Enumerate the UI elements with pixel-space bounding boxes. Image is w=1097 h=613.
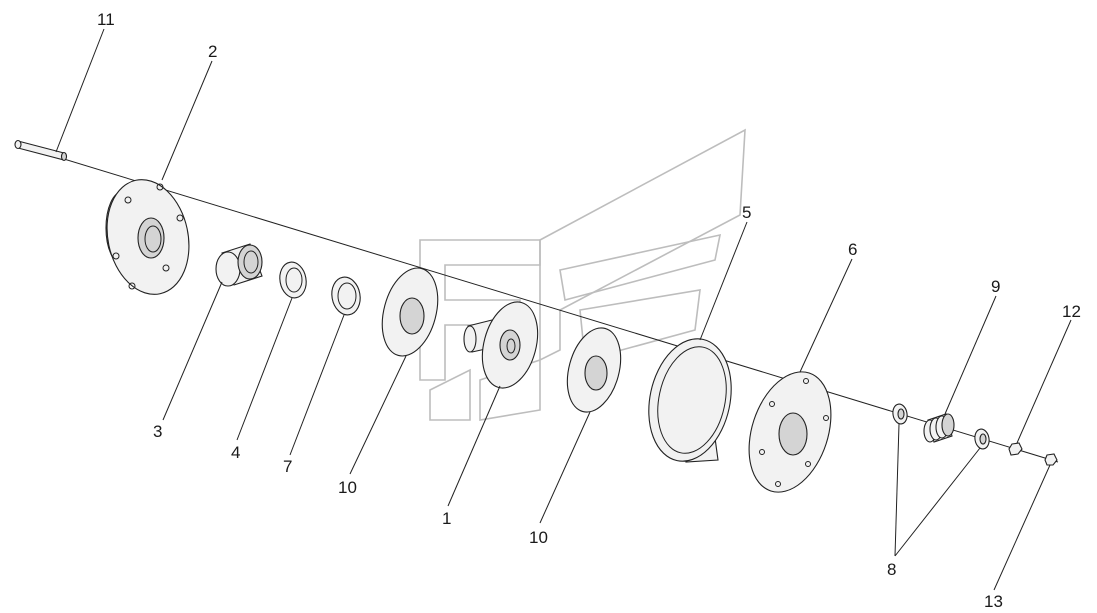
part-7-seal-ring bbox=[331, 276, 361, 316]
leader-7 bbox=[289, 314, 345, 456]
label-10-right: 10 bbox=[529, 528, 548, 547]
leader-9 bbox=[944, 295, 997, 415]
part-4-ring bbox=[279, 261, 307, 299]
leader-5 bbox=[699, 221, 748, 341]
part-5-drum bbox=[648, 338, 732, 463]
part-6-flange-plate bbox=[748, 371, 832, 493]
part-9-spring bbox=[923, 413, 955, 443]
leader-11 bbox=[55, 28, 105, 153]
leader-1 bbox=[447, 385, 501, 507]
leader-6 bbox=[799, 258, 853, 373]
leader-8a bbox=[894, 423, 900, 557]
leader-3 bbox=[162, 281, 223, 421]
label-13: 13 bbox=[984, 592, 1003, 611]
part-1-shaft-disk bbox=[463, 301, 539, 389]
part-12-nut bbox=[1008, 442, 1023, 456]
leader-8b bbox=[894, 447, 981, 557]
part-13-nut bbox=[1044, 453, 1058, 466]
leader-2 bbox=[161, 60, 213, 181]
leader-12 bbox=[1016, 319, 1072, 444]
leader-4 bbox=[236, 297, 293, 441]
leader-13 bbox=[993, 464, 1051, 591]
assembly-axis bbox=[17, 144, 1059, 463]
label-10-left: 10 bbox=[338, 478, 357, 497]
leader-lines bbox=[55, 28, 1072, 591]
leader-10b bbox=[539, 411, 591, 524]
part-10-washer-left bbox=[381, 267, 439, 357]
part-8-washer-b bbox=[974, 428, 990, 450]
label-4: 4 bbox=[231, 443, 240, 462]
part-2-flange-hub bbox=[105, 179, 190, 295]
leader-10a bbox=[349, 355, 407, 475]
label-6: 6 bbox=[848, 240, 857, 259]
part-8-washer-a bbox=[892, 403, 908, 425]
label-1: 1 bbox=[442, 509, 451, 528]
label-12: 12 bbox=[1062, 302, 1081, 321]
label-11: 11 bbox=[97, 10, 115, 29]
label-5: 5 bbox=[742, 203, 751, 222]
part-10-washer-right bbox=[566, 327, 622, 413]
label-9: 9 bbox=[991, 277, 1000, 296]
part-3-bushing bbox=[215, 243, 263, 287]
label-3: 3 bbox=[153, 422, 162, 441]
label-7: 7 bbox=[283, 457, 292, 476]
part-11-bolt bbox=[14, 139, 68, 162]
label-2: 2 bbox=[208, 42, 217, 61]
label-8: 8 bbox=[887, 560, 896, 579]
